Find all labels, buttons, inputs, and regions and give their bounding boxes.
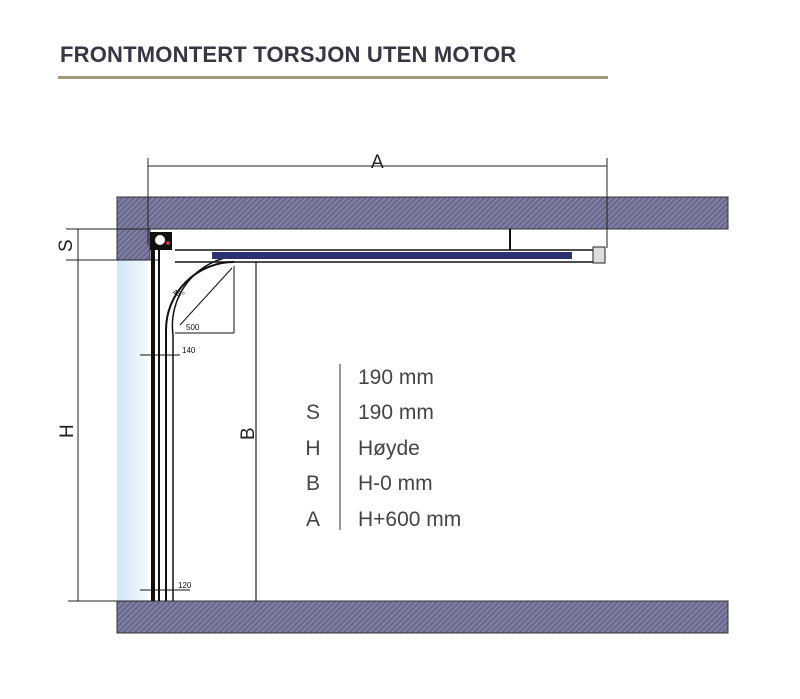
page-title: FRONTMONTERT TORSJON UTEN MOTOR [60,42,517,67]
lintel [116,228,151,261]
legend-value: H+600 mm [358,508,461,531]
legend-symbol: B [306,472,320,495]
legend-value: H-0 mm [358,472,433,495]
legend-symbol: S [306,401,320,424]
legend-value: 190 mm [358,366,434,389]
label-140: 140 [182,346,196,355]
dimension-s-h [66,228,160,602]
legend-value: 190 mm [358,401,434,424]
door-tracks [151,240,600,601]
floor-slab [116,600,729,634]
label-angle: 45° [171,287,185,300]
legend-row: H Høyde [305,437,419,460]
label-500: 500 [186,323,200,332]
legend-row: S 190 mm [306,401,434,424]
label-120: 120 [178,581,192,590]
label-s: S [56,239,77,252]
label-a: A [371,152,384,173]
legend-value: Høyde [358,437,420,460]
dimension-a [147,158,608,248]
legend-row: A H+600 mm [306,508,461,531]
label-h: H [57,424,78,438]
track-end-bracket [592,246,606,264]
legend-symbol: A [306,508,320,531]
ceiling-slab [116,196,729,230]
legend-row: 190 mm [358,366,434,389]
wall-opening [117,260,148,601]
curve-radius-dimension [140,266,235,591]
title-underline [58,76,608,79]
torsion-spring-unit [150,232,172,250]
label-b: B [238,427,259,440]
legend-symbol: H [305,437,320,460]
legend-row: B H-0 mm [306,472,433,495]
horizontal-track [212,252,572,259]
